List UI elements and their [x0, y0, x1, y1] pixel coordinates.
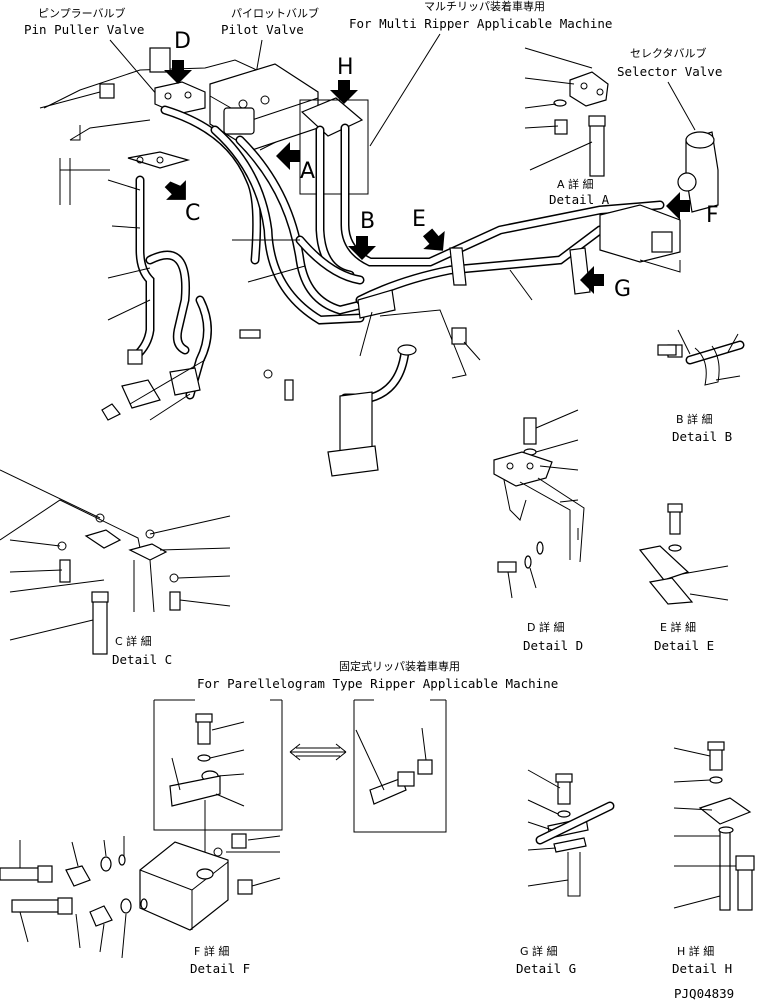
- detail-d-drawing: [493, 409, 585, 599]
- detail-f-label: Detail F: [190, 961, 250, 976]
- detail-c-label-jp: C 詳 細: [115, 634, 152, 648]
- parallelogram-boxes: [153, 699, 447, 856]
- detail-b-label-jp: B 詳 細: [676, 412, 713, 426]
- detail-f-drawing: [0, 833, 281, 959]
- detail-b-label: Detail B: [672, 429, 732, 444]
- view-letter-e: E: [412, 207, 426, 232]
- detail-g-label-jp: G 詳 細: [520, 944, 558, 958]
- pin-puller-valve-label-jp: ピンプラーバルブ: [38, 6, 126, 20]
- detail-e-drawing: [638, 503, 729, 605]
- detail-e-label: Detail E: [654, 638, 714, 653]
- detail-c-drawing: [0, 469, 231, 655]
- view-letter-c: C: [185, 201, 200, 226]
- selector-valve-label-jp: セレクタバルブ: [630, 46, 707, 60]
- document-code: PJQ04839: [674, 986, 734, 1001]
- detail-d-label-jp: D 詳 細: [527, 620, 564, 634]
- detail-e-label-jp: E 詳 細: [660, 620, 696, 634]
- view-letter-d: D: [174, 29, 191, 54]
- view-letter-b: B: [360, 209, 375, 234]
- detail-h-label-jp: H 詳 細: [677, 944, 714, 958]
- view-letter-g: G: [614, 277, 631, 302]
- pilot-valve-label: Pilot Valve: [221, 22, 304, 37]
- detail-g-label: Detail G: [516, 961, 576, 976]
- parallelogram-label: For Parellelogram Type Ripper Applicable…: [197, 676, 558, 691]
- view-letter-f: F: [706, 203, 719, 228]
- detail-a-drawing: [524, 47, 609, 177]
- detail-a-label: Detail A: [549, 192, 610, 207]
- detail-f-label-jp: F 詳 細: [194, 944, 229, 958]
- detail-c-label: Detail C: [112, 652, 172, 667]
- view-arrows: [164, 60, 690, 294]
- detail-d-label: Detail D: [523, 638, 583, 653]
- main-assembly: [43, 47, 745, 477]
- detail-a-label-jp: A 詳 細: [557, 177, 594, 191]
- view-letter-a: A: [300, 159, 315, 184]
- parallelogram-label-jp: 固定式リッパ装着車専用: [339, 659, 460, 673]
- detail-h-drawing: [673, 741, 755, 911]
- pilot-valve-label-jp: パイロットバルブ: [231, 6, 319, 20]
- detail-b-drawing: [657, 329, 741, 381]
- detail-g-drawing: [527, 769, 615, 897]
- multi-ripper-label: For Multi Ripper Applicable Machine: [349, 16, 612, 31]
- main-leaders: [39, 91, 533, 421]
- selector-valve-label: Selector Valve: [617, 64, 722, 79]
- multi-ripper-label-jp: マルチリッパ装着車専用: [424, 0, 545, 13]
- pin-puller-valve-label: Pin Puller Valve: [24, 22, 144, 37]
- view-letter-h: H: [337, 55, 354, 80]
- detail-h-label: Detail H: [672, 961, 732, 976]
